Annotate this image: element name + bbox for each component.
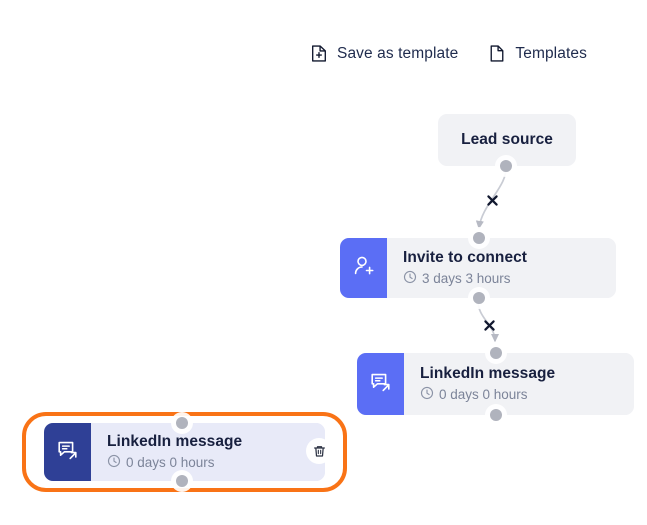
node-delay-label: 0 days 0 hours — [126, 455, 215, 471]
node-icon-pane — [340, 238, 387, 298]
delete-step-button[interactable] — [306, 438, 332, 464]
node-icon-pane — [357, 353, 404, 415]
node-linkedin-message-1[interactable]: LinkedIn message 0 days 0 hours — [357, 353, 634, 415]
file-plus-icon — [310, 44, 328, 63]
node-body: LinkedIn message 0 days 0 hours — [91, 423, 325, 481]
clock-icon — [420, 386, 434, 404]
node-title: Lead source — [461, 131, 553, 149]
handle-linkedin-message-1-bottom[interactable] — [490, 409, 502, 421]
file-icon — [488, 44, 506, 63]
canvas-toolbar: Save as template Templates — [310, 44, 587, 63]
node-delay: 0 days 0 hours — [420, 386, 634, 404]
handle-linkedin-message-2-bottom[interactable] — [176, 475, 188, 487]
user-plus-icon — [351, 253, 377, 284]
handle-invite-to-connect-top[interactable] — [473, 232, 485, 244]
node-icon-pane — [44, 423, 91, 481]
handle-lead-source-bottom[interactable] — [500, 160, 512, 172]
node-delay: 3 days 3 hours — [403, 270, 616, 288]
templates-button[interactable]: Templates — [488, 44, 587, 63]
node-delay: 0 days 0 hours — [107, 454, 325, 472]
node-title: Invite to connect — [403, 248, 528, 266]
clock-icon — [403, 270, 417, 288]
node-title: LinkedIn message — [107, 432, 243, 450]
save-as-template-label: Save as template — [337, 44, 459, 62]
node-invite-to-connect[interactable]: Invite to connect 3 days 3 hours — [340, 238, 616, 298]
node-body: Invite to connect 3 days 3 hours — [387, 238, 616, 298]
handle-linkedin-message-2-top[interactable] — [176, 417, 188, 429]
node-body: LinkedIn message 0 days 0 hours — [404, 353, 634, 415]
node-delay-label: 0 days 0 hours — [439, 387, 528, 403]
clock-icon — [107, 454, 121, 472]
remove-edge-button-2[interactable] — [480, 316, 498, 334]
templates-label: Templates — [515, 44, 587, 62]
handle-invite-to-connect-bottom[interactable] — [473, 292, 485, 304]
save-as-template-button[interactable]: Save as template — [310, 44, 458, 63]
handle-linkedin-message-1-top[interactable] — [490, 347, 502, 359]
node-linkedin-message-2[interactable]: LinkedIn message 0 days 0 hours — [44, 423, 325, 481]
node-delay-label: 3 days 3 hours — [422, 271, 511, 287]
remove-edge-button-1[interactable] — [483, 191, 501, 209]
node-title: LinkedIn message — [420, 364, 556, 382]
node-lead-source[interactable]: Lead source — [438, 114, 576, 166]
linkedin-message-icon — [55, 437, 81, 468]
linkedin-message-icon — [368, 369, 394, 400]
